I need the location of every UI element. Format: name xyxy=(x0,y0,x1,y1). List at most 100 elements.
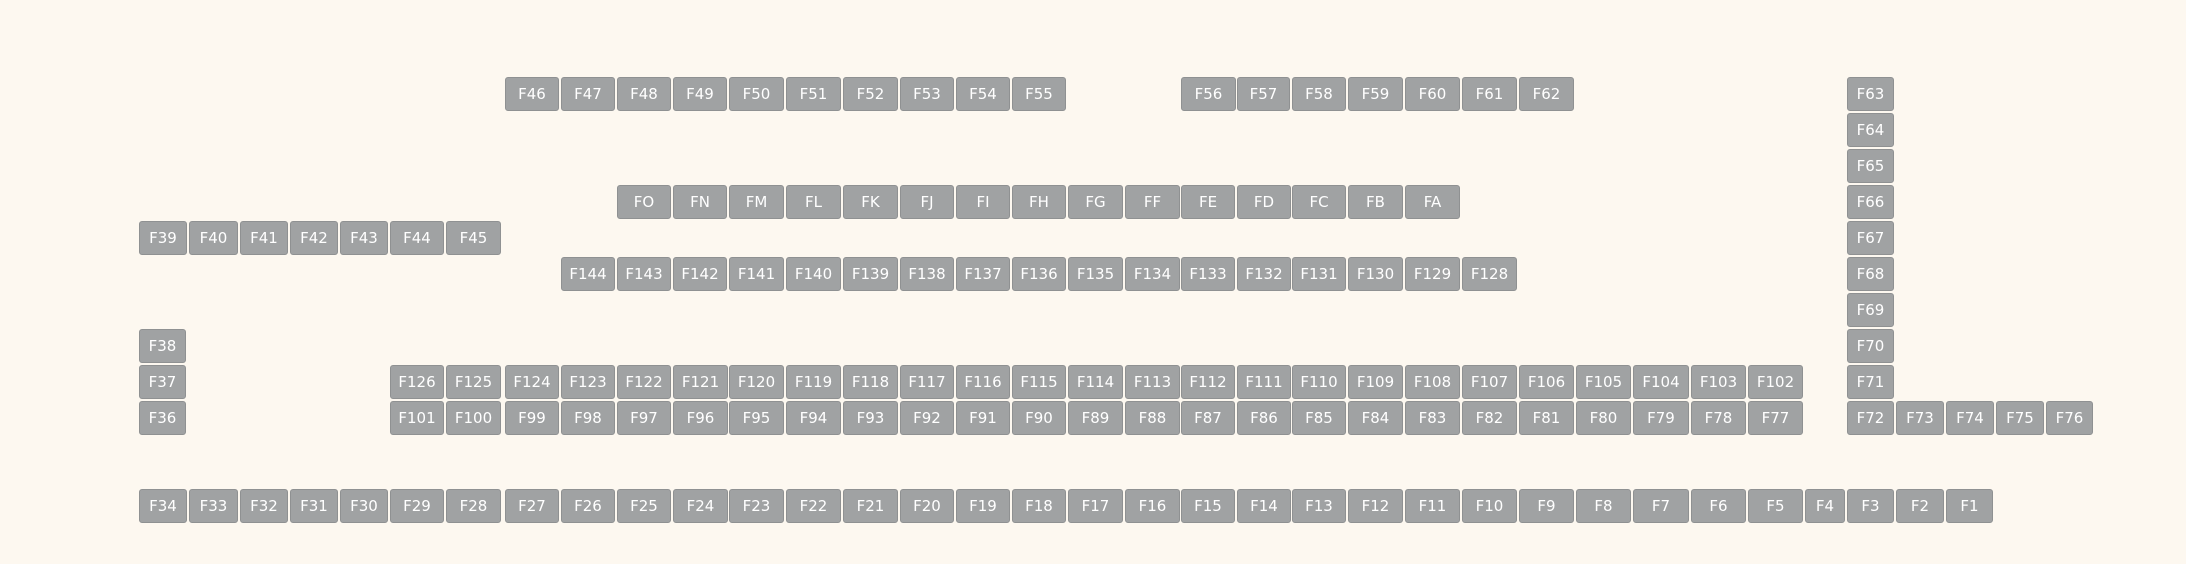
key-f83[interactable]: F83 xyxy=(1405,401,1460,435)
key-f32[interactable]: F32 xyxy=(240,489,288,523)
key-f53[interactable]: F53 xyxy=(900,77,954,111)
key-f2[interactable]: F2 xyxy=(1896,489,1944,523)
key-fn[interactable]: FN xyxy=(673,185,727,219)
key-f84[interactable]: F84 xyxy=(1348,401,1403,435)
key-f93[interactable]: F93 xyxy=(843,401,898,435)
key-fi[interactable]: FI xyxy=(956,185,1010,219)
key-f28[interactable]: F28 xyxy=(446,489,501,523)
key-f135[interactable]: F135 xyxy=(1068,257,1123,291)
key-f120[interactable]: F120 xyxy=(729,365,784,399)
key-f87[interactable]: F87 xyxy=(1181,401,1235,435)
key-f110[interactable]: F110 xyxy=(1292,365,1346,399)
key-f99[interactable]: F99 xyxy=(505,401,559,435)
key-f12[interactable]: F12 xyxy=(1348,489,1403,523)
key-f89[interactable]: F89 xyxy=(1068,401,1123,435)
key-f63[interactable]: F63 xyxy=(1847,77,1894,111)
key-f96[interactable]: F96 xyxy=(673,401,728,435)
key-f119[interactable]: F119 xyxy=(786,365,841,399)
key-f67[interactable]: F67 xyxy=(1847,221,1894,255)
key-f128[interactable]: F128 xyxy=(1462,257,1517,291)
key-f27[interactable]: F27 xyxy=(505,489,559,523)
key-f29[interactable]: F29 xyxy=(390,489,444,523)
key-f6[interactable]: F6 xyxy=(1691,489,1746,523)
key-f64[interactable]: F64 xyxy=(1847,113,1894,147)
key-fj[interactable]: FJ xyxy=(900,185,954,219)
key-f144[interactable]: F144 xyxy=(561,257,615,291)
key-f112[interactable]: F112 xyxy=(1181,365,1235,399)
key-f54[interactable]: F54 xyxy=(956,77,1010,111)
key-f56[interactable]: F56 xyxy=(1181,77,1236,111)
key-f103[interactable]: F103 xyxy=(1691,365,1746,399)
key-f20[interactable]: F20 xyxy=(900,489,954,523)
key-f34[interactable]: F34 xyxy=(139,489,187,523)
key-f94[interactable]: F94 xyxy=(786,401,841,435)
key-f16[interactable]: F16 xyxy=(1125,489,1180,523)
key-fm[interactable]: FM xyxy=(729,185,784,219)
key-f30[interactable]: F30 xyxy=(340,489,388,523)
key-f14[interactable]: F14 xyxy=(1237,489,1291,523)
key-f74[interactable]: F74 xyxy=(1946,401,1994,435)
key-f115[interactable]: F115 xyxy=(1012,365,1066,399)
key-f47[interactable]: F47 xyxy=(561,77,615,111)
key-f13[interactable]: F13 xyxy=(1292,489,1346,523)
key-f95[interactable]: F95 xyxy=(729,401,784,435)
key-fc[interactable]: FC xyxy=(1292,185,1346,219)
key-f50[interactable]: F50 xyxy=(729,77,784,111)
key-f139[interactable]: F139 xyxy=(843,257,898,291)
key-f18[interactable]: F18 xyxy=(1012,489,1066,523)
key-f68[interactable]: F68 xyxy=(1847,257,1894,291)
key-f71[interactable]: F71 xyxy=(1847,365,1894,399)
key-ff[interactable]: FF xyxy=(1125,185,1180,219)
key-f86[interactable]: F86 xyxy=(1237,401,1291,435)
key-f134[interactable]: F134 xyxy=(1125,257,1180,291)
key-f7[interactable]: F7 xyxy=(1633,489,1689,523)
key-f62[interactable]: F62 xyxy=(1519,77,1574,111)
key-f43[interactable]: F43 xyxy=(340,221,388,255)
key-f37[interactable]: F37 xyxy=(139,365,186,399)
key-f92[interactable]: F92 xyxy=(900,401,954,435)
key-f8[interactable]: F8 xyxy=(1576,489,1631,523)
key-f132[interactable]: F132 xyxy=(1237,257,1291,291)
key-f106[interactable]: F106 xyxy=(1519,365,1574,399)
key-f108[interactable]: F108 xyxy=(1405,365,1460,399)
key-fe[interactable]: FE xyxy=(1181,185,1235,219)
key-f75[interactable]: F75 xyxy=(1996,401,2044,435)
key-f77[interactable]: F77 xyxy=(1748,401,1803,435)
key-f117[interactable]: F117 xyxy=(900,365,954,399)
key-f73[interactable]: F73 xyxy=(1896,401,1944,435)
key-f98[interactable]: F98 xyxy=(561,401,615,435)
key-f60[interactable]: F60 xyxy=(1405,77,1460,111)
key-f125[interactable]: F125 xyxy=(446,365,501,399)
key-f58[interactable]: F58 xyxy=(1292,77,1346,111)
key-f90[interactable]: F90 xyxy=(1012,401,1066,435)
key-f80[interactable]: F80 xyxy=(1576,401,1631,435)
key-f40[interactable]: F40 xyxy=(189,221,238,255)
key-fl[interactable]: FL xyxy=(786,185,841,219)
key-f111[interactable]: F111 xyxy=(1237,365,1291,399)
key-f31[interactable]: F31 xyxy=(290,489,338,523)
key-f70[interactable]: F70 xyxy=(1847,329,1894,363)
key-f102[interactable]: F102 xyxy=(1748,365,1803,399)
key-fa[interactable]: FA xyxy=(1405,185,1460,219)
key-f5[interactable]: F5 xyxy=(1748,489,1803,523)
key-f118[interactable]: F118 xyxy=(843,365,898,399)
key-f1[interactable]: F1 xyxy=(1946,489,1993,523)
key-f126[interactable]: F126 xyxy=(390,365,444,399)
key-f116[interactable]: F116 xyxy=(956,365,1010,399)
key-f129[interactable]: F129 xyxy=(1405,257,1460,291)
key-f81[interactable]: F81 xyxy=(1519,401,1574,435)
key-fo[interactable]: FO xyxy=(617,185,671,219)
key-f109[interactable]: F109 xyxy=(1348,365,1403,399)
key-f57[interactable]: F57 xyxy=(1237,77,1290,111)
key-fd[interactable]: FD xyxy=(1237,185,1291,219)
key-f15[interactable]: F15 xyxy=(1181,489,1235,523)
key-f141[interactable]: F141 xyxy=(729,257,784,291)
key-f61[interactable]: F61 xyxy=(1462,77,1517,111)
key-fh[interactable]: FH xyxy=(1012,185,1066,219)
key-f121[interactable]: F121 xyxy=(673,365,728,399)
key-f143[interactable]: F143 xyxy=(617,257,671,291)
key-f17[interactable]: F17 xyxy=(1068,489,1123,523)
key-f140[interactable]: F140 xyxy=(786,257,841,291)
key-f25[interactable]: F25 xyxy=(617,489,671,523)
key-f33[interactable]: F33 xyxy=(189,489,238,523)
